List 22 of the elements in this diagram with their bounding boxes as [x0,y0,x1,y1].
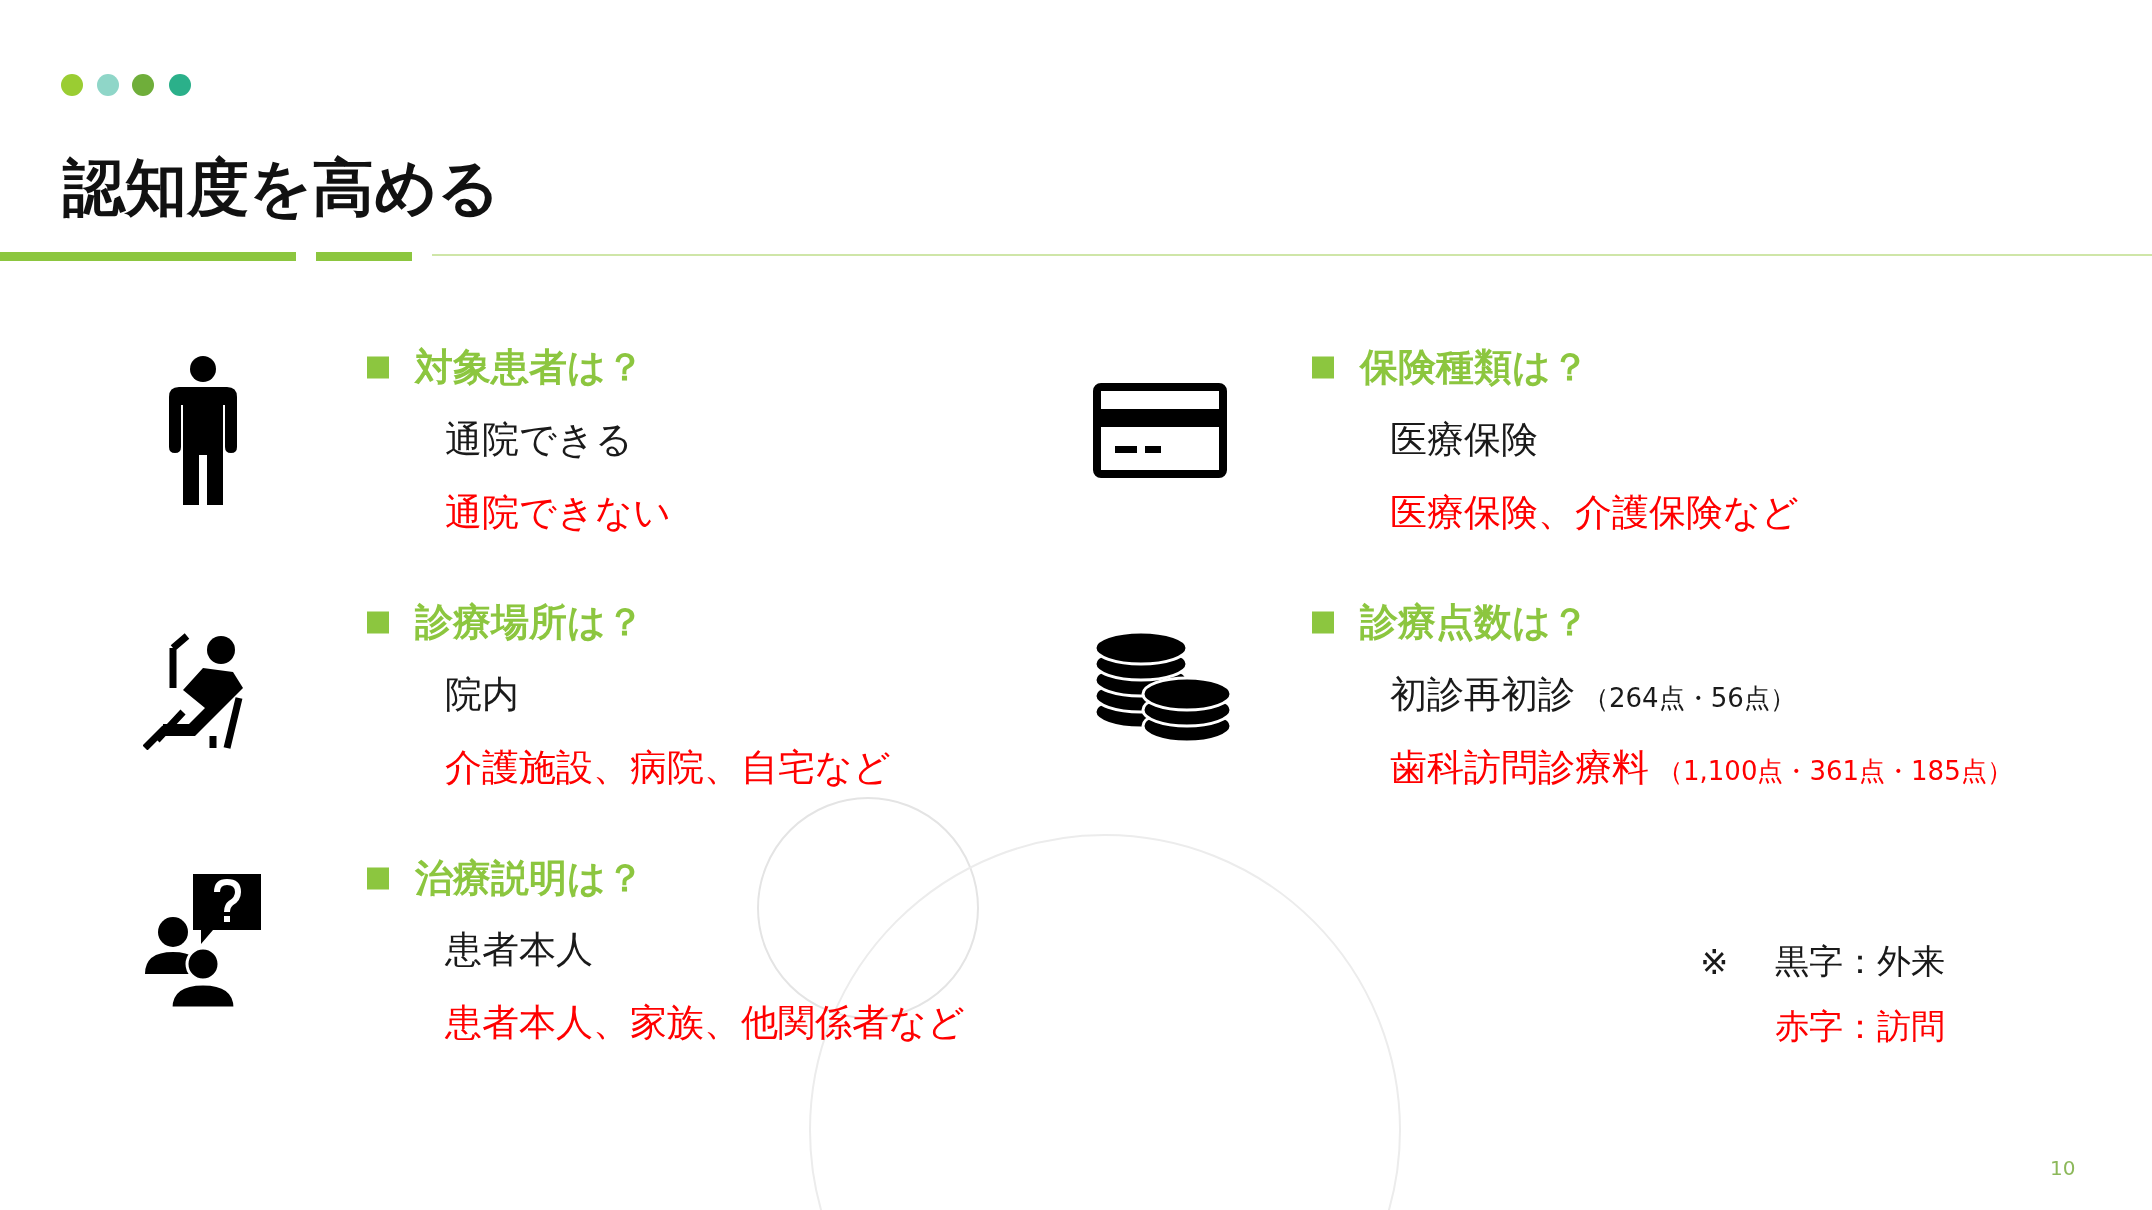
home-visit-text: 通院できない [445,490,671,536]
outpatient-text: 医療保険 [1390,417,1538,463]
home-visit-text: 介護施設、病院、自宅など [445,745,891,791]
section-heading: 診療点数は？ [1360,598,1589,646]
page-number: 10 [2050,1156,2076,1180]
slide-title: 認知度を高める [63,150,500,226]
home-visit-text: 歯科訪問診療料 [1390,745,1649,791]
section-heading: 対象患者は？ [415,343,644,391]
outpatient-text: 初診再初診 [1390,672,1575,718]
outpatient-text: 患者本人 [445,927,593,973]
section-heading: 診療場所は？ [415,598,644,646]
home-visit-text: 患者本人、家族、他関係者など [445,1000,965,1046]
section-heading: 治療説明は？ [415,854,644,902]
outpatient-text: 院内 [445,672,519,718]
note-text: ※ [1700,942,1729,982]
points-text: （264点・56点） [1583,682,1796,715]
section-heading: 保険種類は？ [1360,343,1589,391]
note-text: 黒字：外来 [1775,940,1945,983]
note-text: 赤字：訪問 [1775,1005,1945,1048]
points-text: （1,100点・361点・185点） [1657,755,2013,788]
outpatient-text: 通院できる [445,417,633,463]
home-visit-text: 医療保険、介護保険など [1390,490,1799,536]
